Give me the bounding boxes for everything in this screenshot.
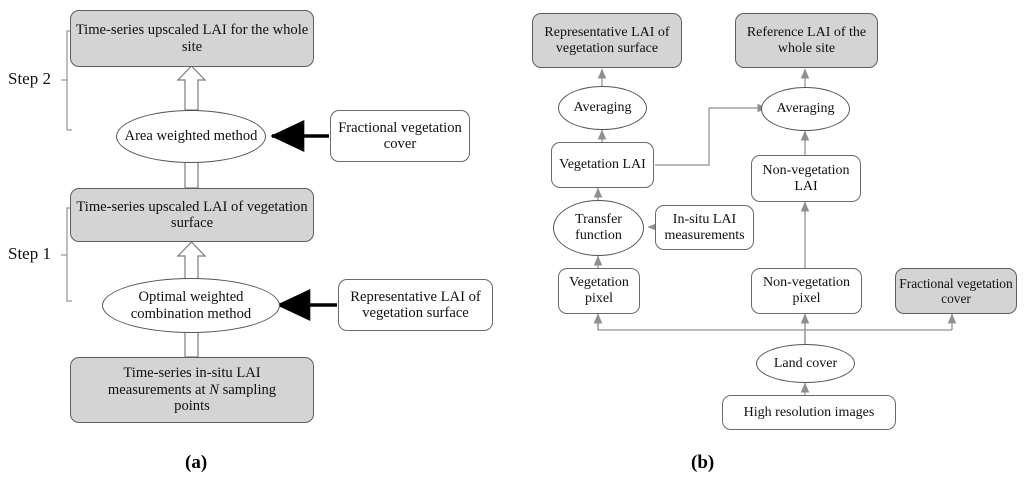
node-non-vegetation-lai[interactable]: Non-vegetation LAI — [751, 155, 861, 202]
node-label: Transfer function — [575, 212, 622, 243]
node-insitu-lai-measurements[interactable]: In-situ LAI measurements — [655, 205, 754, 250]
node-label: Time-series upscaled LAI of vegetation s… — [76, 198, 308, 231]
panel-caption-b: (b) — [691, 452, 715, 473]
insitu-line-1: Time-series in-situ LAI — [123, 365, 261, 382]
conn-landcover-bus — [598, 314, 952, 345]
node-label: Vegetation LAI — [559, 157, 646, 173]
node-label: Land cover — [773, 355, 838, 371]
node-label: Averaging — [776, 101, 835, 117]
insitu-line-3: points — [174, 398, 210, 415]
node-land-cover[interactable]: Land cover — [756, 344, 855, 383]
node-label: Fractional vegetation cover — [899, 276, 1013, 306]
node-label: In-situ LAI measurements — [664, 211, 745, 243]
insitu-line-2b: sampling — [218, 381, 277, 398]
node-label: Representative LAI of vegetation surface — [544, 24, 670, 56]
node-optimal-weighted-combination-method[interactable]: Optimal weighted combination method — [102, 278, 280, 333]
node-timeseries-upscaled-vegetation-surface[interactable]: Time-series upscaled LAI of vegetation s… — [70, 188, 314, 242]
node-label: Fractional vegetation cover — [338, 119, 462, 152]
node-label: Averaging — [573, 100, 632, 116]
node-transfer-function[interactable]: Transfer function — [553, 200, 644, 256]
insitu-line-2a: measurements at — [107, 381, 210, 398]
node-label-multiline: Time-series in-situ LAI measurements at … — [71, 365, 313, 414]
node-label: Time-series upscaled LAI for the whole s… — [75, 22, 309, 55]
node-averaging-left[interactable]: Averaging — [558, 86, 647, 130]
node-label: Non-vegetation pixel — [762, 275, 851, 306]
node-vegetation-lai[interactable]: Vegetation LAI — [551, 142, 654, 188]
node-representative-lai-a[interactable]: Representative LAI of vegetation surface — [338, 279, 493, 331]
node-timeseries-insitu-measurements[interactable]: Time-series in-situ LAI measurements at … — [70, 357, 314, 423]
node-label: Vegetation pixel — [569, 275, 629, 306]
node-fractional-vegetation-cover-a[interactable]: Fractional vegetation cover — [330, 110, 470, 162]
node-reference-lai[interactable]: Reference LAI of the whole site — [735, 13, 878, 68]
node-fractional-vegetation-cover-b[interactable]: Fractional vegetation cover — [895, 268, 1017, 314]
step-label-1: Step 1 — [8, 244, 51, 263]
node-label: Reference LAI of the whole site — [746, 24, 867, 56]
node-vegetation-pixel[interactable]: Vegetation pixel — [558, 268, 640, 314]
panel-caption-a: (a) — [185, 452, 208, 473]
node-label: Representative LAI of vegetation surface — [350, 288, 481, 321]
node-area-weighted-method[interactable]: Area weighted method — [116, 110, 266, 163]
conn-veglai-to-avg-right — [655, 103, 768, 166]
node-label: Area weighted method — [124, 128, 258, 145]
node-timeseries-upscaled-whole-site[interactable]: Time-series upscaled LAI for the whole s… — [70, 10, 314, 67]
node-representative-lai-b[interactable]: Representative LAI of vegetation surface — [532, 13, 682, 68]
insitu-symbol-n: N — [209, 381, 219, 398]
step-label-2: Step 2 — [8, 69, 51, 88]
node-label: Optimal weighted combination method — [130, 289, 252, 322]
node-high-resolution-images[interactable]: High resolution images — [722, 395, 896, 430]
block-arrow-up-step2 — [176, 65, 207, 111]
node-averaging-right[interactable]: Averaging — [761, 87, 850, 131]
node-non-vegetation-pixel[interactable]: Non-vegetation pixel — [751, 268, 862, 314]
node-label: High resolution images — [743, 404, 875, 420]
node-label: Non-vegetation LAI — [762, 162, 850, 194]
